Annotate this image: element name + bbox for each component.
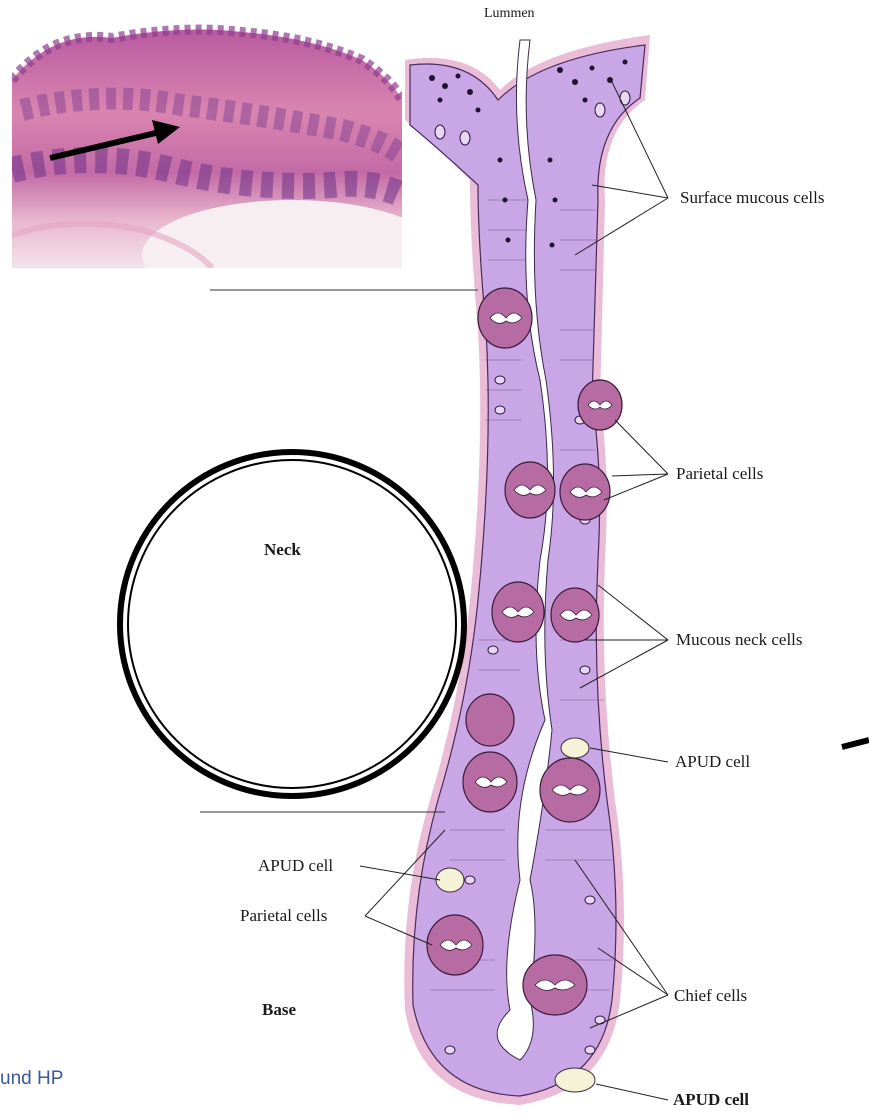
edge-arrow-mark — [842, 740, 869, 747]
label-chief-cells: Chief cells — [674, 986, 747, 1006]
lumen-label: Lummen — [484, 6, 535, 22]
circle-highlight-icon — [120, 452, 464, 796]
label-mucous-neck-cells: Mucous neck cells — [676, 630, 803, 650]
footer-text: und HP — [0, 1068, 63, 1090]
label-apud-cell-bottom: APUD cell — [673, 1090, 749, 1110]
region-base-label: Base — [262, 1000, 296, 1020]
label-apud-cell-right: APUD cell — [675, 752, 750, 772]
region-neck-label: Neck — [264, 540, 301, 560]
label-parietal-cells-right: Parietal cells — [676, 464, 763, 484]
label-surface-mucous-cells: Surface mucous cells — [680, 188, 824, 208]
label-parietal-cells-left: Parietal cells — [240, 906, 327, 926]
label-apud-cell-left: APUD cell — [258, 856, 333, 876]
